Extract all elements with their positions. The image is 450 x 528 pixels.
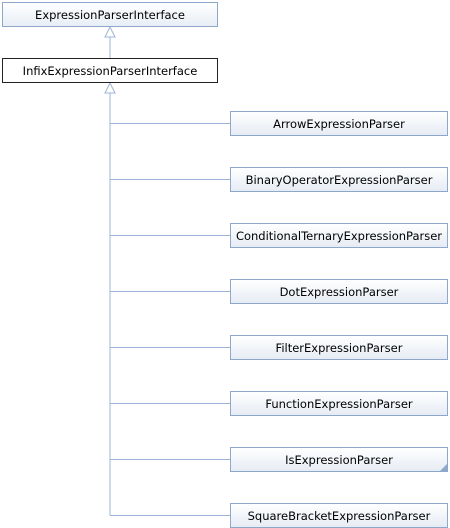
class-node-label: ExpressionParserInterface [35,7,185,22]
class-node-functionexpressionparser[interactable]: FunctionExpressionParser [230,391,448,416]
class-node-label: SquareBracketExpressionParser [247,508,431,523]
class-node-label: DotExpressionParser [279,284,399,299]
class-node-filterexpressionparser[interactable]: FilterExpressionParser [230,335,448,360]
class-node-binaryoperatorexpressionparser[interactable]: BinaryOperatorExpressionParser [230,167,448,192]
class-node-conditionalternaryexpressionparser[interactable]: ConditionalTernaryExpressionParser [230,223,448,248]
class-node-arrowexpressionparser[interactable]: ArrowExpressionParser [230,111,448,136]
class-node-label: IsExpressionParser [285,452,393,467]
class-node-label: ConditionalTernaryExpressionParser [235,228,443,243]
class-node-isexpressionparser[interactable]: IsExpressionParser [230,447,448,472]
class-node-label: InfixExpressionParserInterface [22,63,198,78]
class-node-label: FilterExpressionParser [275,340,403,355]
more-subclasses-marker-icon [440,464,447,471]
arrowhead-interface [104,81,116,94]
class-node-squarebracketexpressionparser[interactable]: SquareBracketExpressionParser [230,503,448,528]
class-node-label: FunctionExpressionParser [265,396,413,411]
class-node-label: ArrowExpressionParser [273,116,405,131]
class-node-label: BinaryOperatorExpressionParser [245,172,433,187]
class-node-dotexpressionparser[interactable]: DotExpressionParser [230,279,448,304]
class-node-expressionparserinterface[interactable]: ExpressionParserInterface [2,2,218,27]
class-node-infixexpressionparserinterface: InfixExpressionParserInterface [2,58,218,83]
arrowhead-base [104,25,116,38]
